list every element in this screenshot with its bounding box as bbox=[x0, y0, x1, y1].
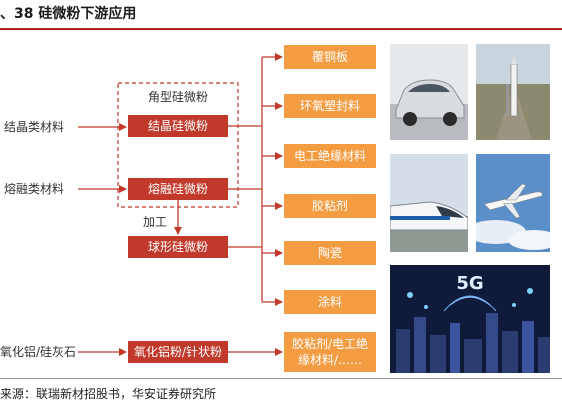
app-ccl-box bbox=[284, 45, 376, 69]
app-alumina-label-line1: 胶粘剂/电工绝 bbox=[292, 336, 368, 351]
input-alumina-wollastonite: 氧化铝/硅灰石 bbox=[0, 344, 76, 359]
app-ceramic-box bbox=[284, 241, 376, 265]
source-note: 来源：联瑞新材招股书，华安证券研究所 bbox=[0, 387, 217, 401]
app-alumina-label-line2: 缘材料/…… bbox=[298, 353, 362, 367]
airplane-photo bbox=[476, 154, 550, 252]
product-fused-label: 熔融硅微粉 bbox=[148, 181, 208, 196]
product-crystal-box bbox=[128, 115, 228, 137]
car-photo bbox=[390, 44, 468, 140]
input-fused-material: 熔融类材料 bbox=[4, 181, 64, 196]
product-spherical-label: 球形硅微粉 bbox=[148, 240, 208, 254]
title-rule bbox=[0, 28, 562, 30]
angular-powder-group-label: 角型硅微粉 bbox=[148, 90, 208, 104]
product-crystal-label: 结晶硅微粉 bbox=[148, 119, 208, 133]
app-insulation-box bbox=[284, 144, 376, 168]
app-coating-label: 涂料 bbox=[318, 294, 342, 309]
app-emc-box bbox=[284, 94, 376, 118]
app-ccl-label: 覆铜板 bbox=[312, 49, 348, 64]
source-rule bbox=[0, 378, 562, 379]
app-emc-label: 环氧塑封料 bbox=[300, 98, 360, 113]
product-spherical-box bbox=[128, 236, 228, 258]
product-fused-box bbox=[128, 178, 228, 200]
process-label: 加工 bbox=[143, 215, 167, 229]
input-crystal-material: 结晶类材料 bbox=[4, 120, 64, 134]
app-adhesive-box bbox=[284, 194, 376, 218]
app-insulation-label: 电工绝缘材料 bbox=[294, 148, 366, 163]
figure-title: 、38 硅微粉下游应用 bbox=[0, 6, 137, 22]
product-alumina-label: 氧化铝粉/针状粉 bbox=[134, 344, 222, 359]
5g-city-photo: 5G bbox=[390, 265, 550, 373]
rocket-photo bbox=[476, 44, 550, 140]
5g-label: 5G bbox=[456, 273, 483, 294]
app-alumina-box bbox=[284, 332, 376, 372]
product-alumina-box bbox=[128, 341, 228, 363]
app-adhesive-label: 胶粘剂 bbox=[312, 198, 348, 213]
app-ceramic-label: 陶瓷 bbox=[318, 245, 342, 260]
app-coating-box bbox=[284, 290, 376, 314]
train-photo bbox=[390, 154, 468, 252]
